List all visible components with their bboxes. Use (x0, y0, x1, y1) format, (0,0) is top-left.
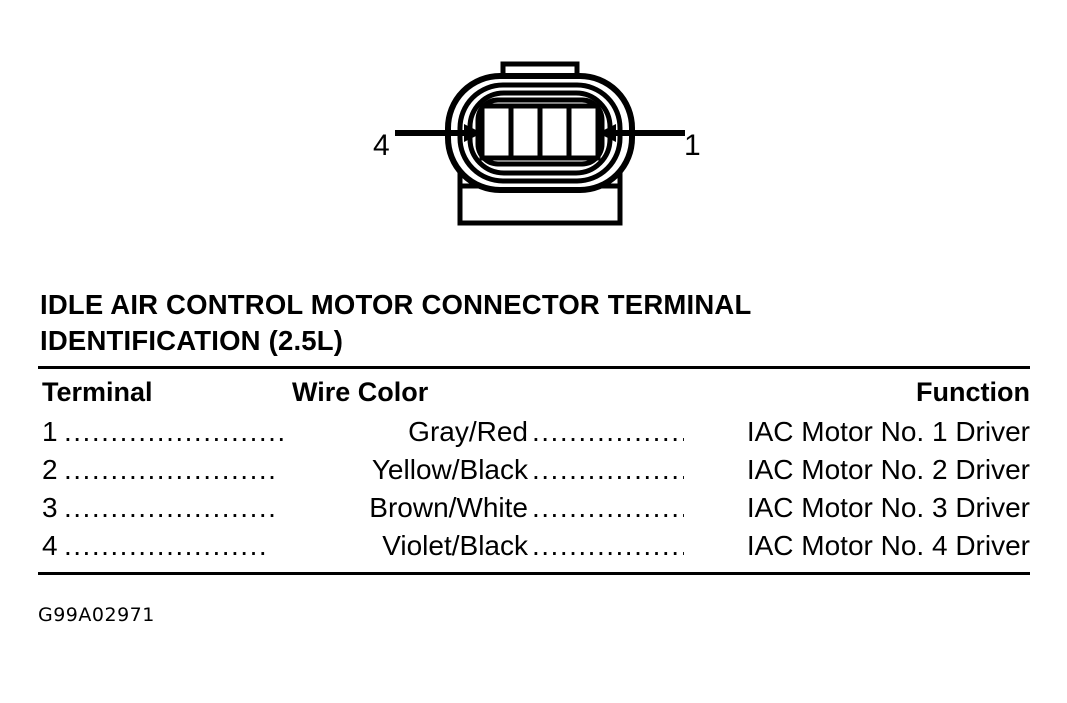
column-header-function: Function (916, 377, 1030, 407)
leader-dots: ..................... (532, 530, 684, 561)
table-row: 3 ....................... Brown/White ..… (38, 489, 1030, 527)
callout-label-terminal-4: 4 (373, 129, 390, 162)
cell-function: IAC Motor No. 4 Driver (746, 530, 1030, 561)
column-header-terminal: Terminal (42, 377, 153, 407)
cell-terminal: 1 (42, 416, 58, 447)
connector-diagram: 4 1 (0, 0, 1067, 260)
leader-dots: .................... (532, 492, 684, 523)
cell-function: IAC Motor No. 1 Driver (746, 416, 1030, 447)
leader-dots: ...................... (64, 530, 269, 561)
table-header-row: Terminal Wire Color Function (38, 375, 1030, 413)
terminal-identification-table: Terminal Wire Color Function 1 .........… (38, 366, 1030, 575)
figure-title: IDLE AIR CONTROL MOTOR CONNECTOR TERMINA… (40, 287, 1030, 359)
cell-function: IAC Motor No. 2 Driver (746, 454, 1030, 485)
cell-wire-color: Yellow/Black (371, 454, 528, 485)
terminal-block (479, 103, 601, 161)
cell-terminal: 4 (42, 530, 58, 561)
table-row: 1 ........................ Gray/Red ....… (38, 413, 1030, 451)
cell-terminal: 2 (42, 454, 58, 485)
column-header-wire-color: Wire Color (292, 377, 429, 407)
leader-dots: ....................... (64, 492, 278, 523)
figure-title-line-2: IDENTIFICATION (2.5L) (40, 325, 344, 356)
table-row: 4 ...................... Violet/Black ..… (38, 527, 1030, 565)
callout-label-terminal-1: 1 (684, 129, 701, 162)
figure-id-code: G99A02971 (38, 604, 155, 626)
arrow-right-icon (395, 124, 482, 142)
table-top-rule (38, 366, 1030, 369)
table-row: 2 ....................... Yellow/Black .… (38, 451, 1030, 489)
table-bottom-rule (38, 572, 1030, 575)
table-body: 1 ........................ Gray/Red ....… (38, 413, 1030, 565)
leader-dots: ...................... (532, 416, 684, 447)
leader-dots: ........................ (64, 416, 287, 447)
cell-wire-color: Violet/Black (382, 530, 528, 561)
cell-wire-color: Gray/Red (408, 416, 528, 447)
cell-wire-color: Brown/White (369, 492, 528, 523)
leader-dots: .................... (532, 454, 684, 485)
arrow-left-icon (598, 124, 685, 142)
figure-title-line-1: IDLE AIR CONTROL MOTOR CONNECTOR TERMINA… (40, 289, 752, 320)
cell-terminal: 3 (42, 492, 58, 523)
cell-function: IAC Motor No. 3 Driver (746, 492, 1030, 523)
leader-dots: ....................... (64, 454, 278, 485)
connector-illustration (395, 61, 685, 226)
